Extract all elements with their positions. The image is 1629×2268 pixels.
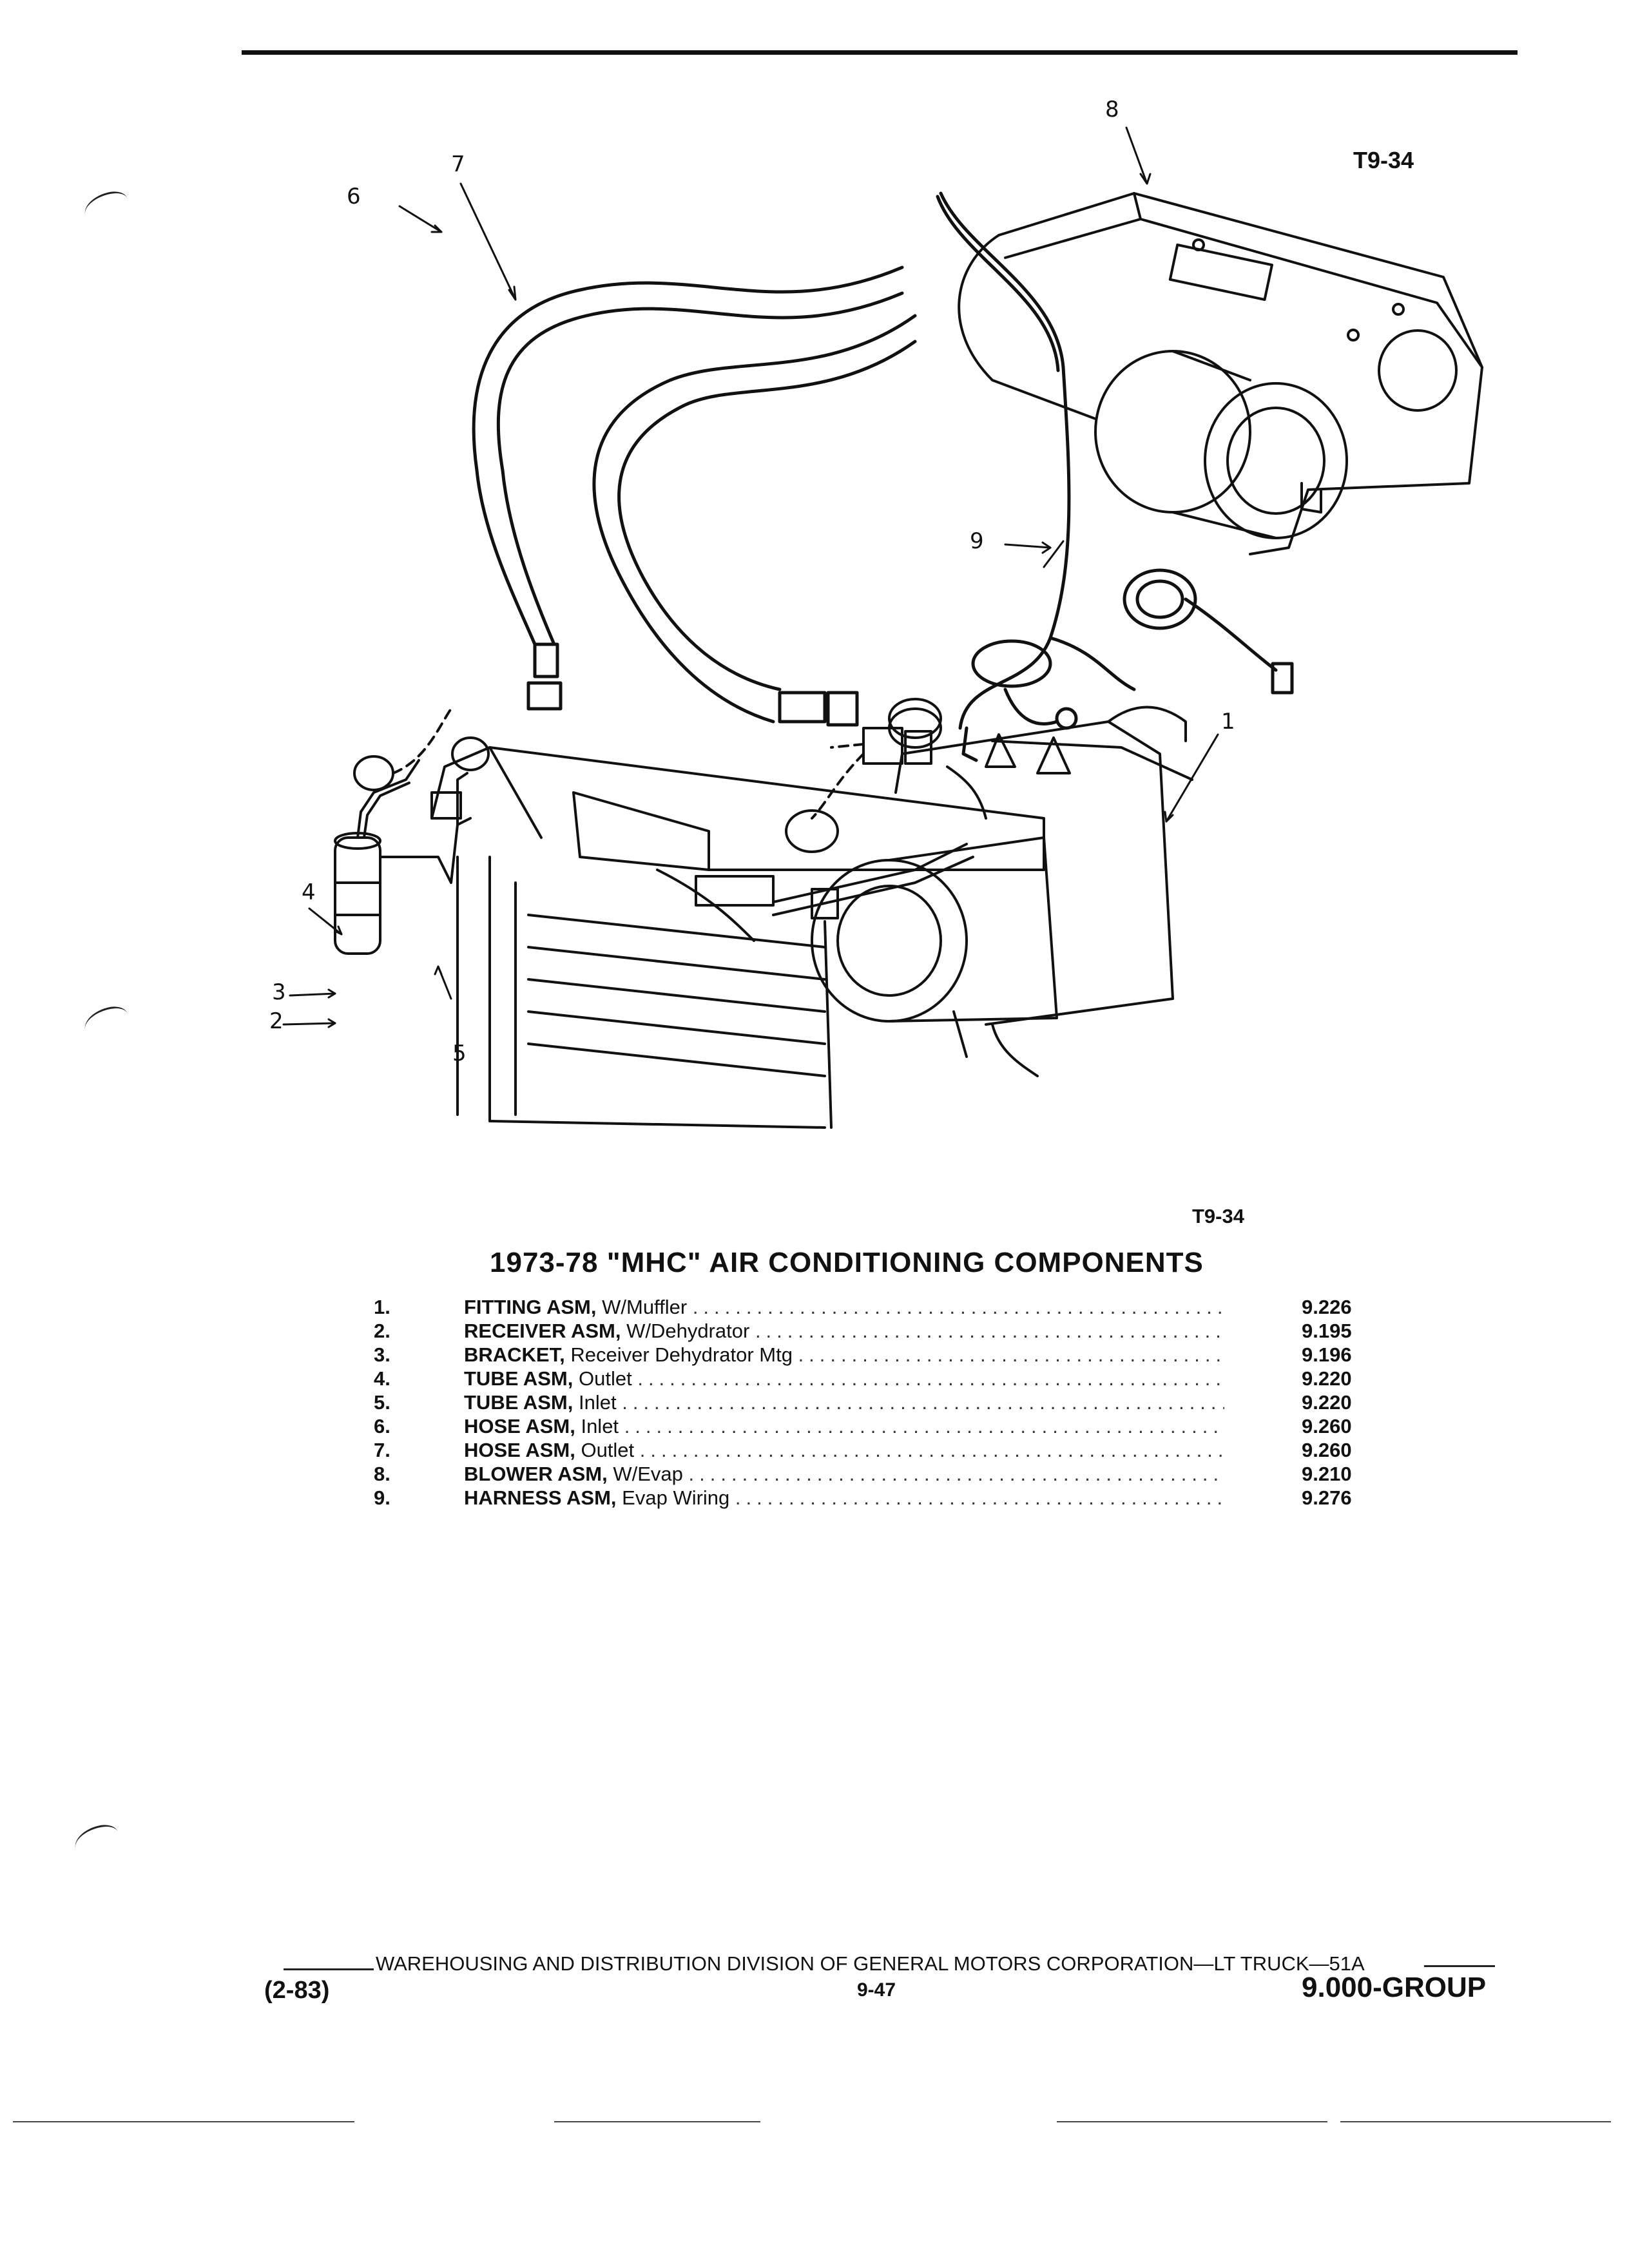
part-number: 5. [374,1391,390,1414]
hoses-drawing [472,265,917,727]
part-number: 4. [374,1367,390,1390]
callout-9: 9 [970,528,984,554]
leader-dots: ........................................… [639,1439,1224,1461]
part-number: 2. [374,1320,390,1342]
callout-1: 1 [1221,709,1235,735]
part-name: TUBE ASM, [464,1367,574,1390]
footer-group: 9.000-GROUP [1302,1972,1487,2003]
callout-3: 3 [272,979,286,1005]
part-name: RECEIVER ASM, [464,1320,621,1342]
list-item: 4. TUBE ASM, Outlet ....................… [374,1367,1379,1390]
receiver-dehydrator-drawing [334,759,472,955]
part-name: BLOWER ASM, [464,1463,608,1485]
caps-fittings-drawing [353,698,1071,853]
part-number: 1. [374,1296,390,1318]
list-item: 2. RECEIVER ASM, W/Dehydrator ..........… [374,1319,1379,1343]
compressor-drawing [811,706,1193,1077]
part-description: W/Dehydrator [626,1320,750,1342]
leader-dots: ........................................… [637,1367,1224,1390]
group-code: 9.220 [1302,1391,1352,1414]
part-name: TUBE ASM, [464,1391,574,1414]
parts-list: 1. FITTING ASM, W/Muffler ..............… [374,1295,1379,1510]
part-name: BRACKET, [464,1343,565,1366]
list-item: 7. HOSE ASM, Outlet ....................… [374,1438,1379,1462]
part-name: HOSE ASM, [464,1439,575,1461]
footer-page-number: 9-47 [857,1979,896,2001]
group-code: 9.260 [1302,1439,1352,1461]
part-description: Outlet [581,1439,635,1461]
list-item: 5. TUBE ASM, Inlet .....................… [374,1390,1379,1414]
part-name: FITTING ASM, [464,1296,597,1318]
group-code: 9.260 [1302,1415,1352,1437]
figure-ref-top: T9-34 [1353,147,1414,173]
figure-ref-bottom: T9-34 [1192,1205,1244,1227]
condenser-drawing [430,746,1045,1129]
leader-dots: ........................................… [692,1296,1224,1318]
callout-4: 4 [302,879,316,905]
callout-5: 5 [452,1041,467,1066]
bottom-rule [554,2121,760,2122]
leader-dots: ........................................… [798,1343,1224,1366]
leader-dots: ........................................… [622,1391,1224,1414]
list-item: 3. BRACKET, Receiver Dehydrator Mtg ....… [374,1343,1379,1367]
group-code: 9.210 [1302,1463,1352,1485]
part-number: 3. [374,1343,390,1366]
bottom-rule [13,2121,354,2122]
bottom-rule [1057,2121,1327,2122]
section-title: 1973-78 "MHC" AIR CONDITIONING COMPONENT… [490,1247,1204,1278]
list-item: 6. HOSE ASM, Inlet .....................… [374,1414,1379,1438]
callout-6: 6 [347,184,361,209]
part-description: Evap Wiring [622,1486,730,1509]
part-description: Inlet [578,1391,617,1414]
part-number: 9. [374,1486,390,1509]
group-code: 9.226 [1302,1296,1352,1318]
list-item: 1. FITTING ASM, W/Muffler ..............… [374,1295,1379,1319]
ac-components-illustration: 8 7 6 9 1 4 3 2 5 [245,97,1559,1153]
footer-date-code: (2-83) [264,1977,330,2004]
footer-publisher: WAREHOUSING AND DISTRIBUTION DIVISION OF… [376,1952,1365,1975]
leader-dots: ........................................… [624,1415,1224,1437]
part-description: W/Evap [613,1463,683,1485]
list-item: 8. BLOWER ASM, W/Evap ..................… [374,1462,1379,1486]
callout-7: 7 [451,151,465,177]
list-item: 9. HARNESS ASM, Evap Wiring ............… [374,1486,1379,1510]
footer-dash-left [284,1968,374,1970]
footer-dash-right [1424,1965,1495,1967]
group-code: 9.220 [1302,1367,1352,1390]
group-code: 9.276 [1302,1486,1352,1509]
group-code: 9.195 [1302,1320,1352,1342]
margin-mark [71,1821,122,1860]
part-description: W/Muffler [602,1296,688,1318]
bottom-rule [1340,2121,1611,2122]
leader-dots: ........................................… [688,1463,1224,1485]
part-number: 6. [374,1415,390,1437]
top-rule [242,50,1518,55]
part-description: Outlet [578,1367,632,1390]
wiring-harness-drawing [936,191,1294,762]
part-description: Receiver Dehydrator Mtg [570,1343,793,1366]
callout-8: 8 [1105,97,1119,122]
leader-lines [282,126,1219,1028]
part-name: HOSE ASM, [464,1415,575,1437]
blower-assembly-drawing [958,192,1483,555]
group-code: 9.196 [1302,1343,1352,1366]
part-number: 7. [374,1439,390,1461]
margin-mark [81,1003,132,1042]
part-number: 8. [374,1463,390,1485]
part-name: HARNESS ASM, [464,1486,617,1509]
margin-mark [81,187,132,227]
part-description: Inlet [581,1415,619,1437]
leader-dots: ........................................… [735,1486,1224,1509]
callout-2: 2 [269,1008,284,1034]
leader-dots: ........................................… [755,1320,1224,1342]
